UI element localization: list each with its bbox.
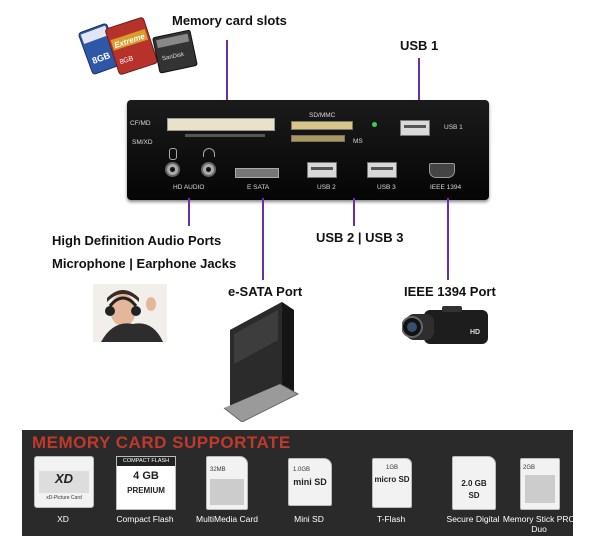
minisd-card-capacity: 1.0GB bbox=[293, 467, 311, 473]
tflash-card-logo: micro SD bbox=[374, 475, 410, 484]
usb2-port[interactable] bbox=[307, 162, 337, 178]
mmc-card-capacity: 32MB bbox=[210, 467, 226, 473]
memory-stick-capacity: 2GB bbox=[523, 465, 536, 471]
sd-card-icon: 2.0 GB SD bbox=[452, 456, 496, 510]
sm-xd-slot[interactable] bbox=[185, 134, 265, 137]
sd-mmc-slot[interactable] bbox=[291, 121, 353, 130]
card-secure-digital: 2.0 GB SD Secure Digital bbox=[440, 454, 506, 536]
card-compact-flash: COMPACT FLASH 4 GB PREMIUM Compact Flash bbox=[112, 454, 178, 536]
tflash-card-capacity: 1GB bbox=[385, 465, 398, 471]
memory-card-support-strip: MEMORY CARD SUPPORTATE XD xD-Picture Car… bbox=[22, 430, 575, 536]
usb2-port-label: USB 2 bbox=[317, 184, 336, 191]
usb23-leader bbox=[353, 198, 355, 226]
audio-leader bbox=[188, 198, 190, 226]
esata-port[interactable] bbox=[235, 168, 279, 178]
svg-text:SanDisk: SanDisk bbox=[162, 52, 186, 63]
svg-text:HD: HD bbox=[470, 329, 480, 336]
cf-md-slot[interactable] bbox=[167, 118, 275, 131]
usb1-port-label: USB 1 bbox=[444, 124, 463, 131]
minisd-card-logo: mini SD bbox=[293, 477, 327, 487]
card-t-flash: 1GB micro SD T-Flash bbox=[358, 454, 424, 536]
card-xd: XD xD-Picture Card XD bbox=[30, 454, 96, 536]
memory-stick-name: Memory Stick PRO Duo bbox=[502, 514, 576, 534]
t-flash-name: T-Flash bbox=[376, 514, 406, 524]
esata-leader bbox=[262, 198, 264, 280]
xd-card-sub: xD-Picture Card bbox=[46, 495, 82, 501]
ieee1394-port[interactable] bbox=[429, 163, 455, 178]
cf-md-label: CF/MD bbox=[130, 120, 151, 127]
ms-label: MS bbox=[353, 138, 363, 145]
headphone-icon bbox=[203, 148, 215, 157]
audio-jacks-label: Microphone | Earphone Jacks bbox=[52, 256, 237, 271]
compact-flash-card-icon: COMPACT FLASH 4 GB PREMIUM bbox=[116, 456, 176, 510]
power-led bbox=[372, 122, 377, 127]
microphone-icon bbox=[169, 148, 177, 160]
ieee-leader bbox=[447, 198, 449, 280]
camcorder-image: HD bbox=[402, 306, 488, 344]
external-hard-drive-image bbox=[223, 302, 300, 422]
usb23-label: USB 2 | USB 3 bbox=[316, 230, 404, 245]
cf-card-premium: PREMIUM bbox=[127, 486, 165, 495]
usb3-port[interactable] bbox=[367, 162, 397, 178]
sd-card-logo: SD bbox=[468, 491, 480, 500]
hd-audio-label: HD AUDIO bbox=[173, 184, 205, 191]
cf-card-header: COMPACT FLASH bbox=[117, 457, 175, 466]
sd-mmc-label: SD/MMC bbox=[309, 112, 336, 119]
front-panel: CF/MD SM/XD SD/MMC MS USB 1 HD AUDIO E S… bbox=[127, 100, 489, 200]
mmc-card-label bbox=[210, 479, 244, 505]
usb3-port-label: USB 3 bbox=[377, 184, 396, 191]
sm-xd-label: SM/XD bbox=[132, 139, 153, 146]
tflash-card-icon: 1GB micro SD bbox=[372, 458, 412, 508]
microphone-jack[interactable] bbox=[165, 162, 180, 177]
card-mini-sd: 1.0GB mini SD Mini SD bbox=[276, 454, 342, 536]
xd-card-mark: XD bbox=[39, 471, 89, 493]
card-memory-stick: 2GB Memory Stick PRO Duo bbox=[503, 454, 575, 536]
memory-stick-label bbox=[525, 475, 555, 503]
sd-card-capacity: 2.0 GB bbox=[461, 479, 487, 488]
multimedia-card-name: MultiMedia Card bbox=[196, 514, 258, 524]
memory-card-slots-leader bbox=[226, 40, 228, 108]
ms-slot[interactable] bbox=[291, 135, 345, 142]
usb1-label: USB 1 bbox=[400, 38, 439, 53]
memory-cards-illustration: 8GB Extreme 8GB SanDisk bbox=[78, 17, 198, 75]
compact-flash-name: Compact Flash bbox=[116, 514, 174, 524]
mini-sd-name: Mini SD bbox=[294, 514, 324, 524]
earphone-jack[interactable] bbox=[201, 162, 216, 177]
xd-card-icon: XD xD-Picture Card bbox=[34, 456, 94, 508]
card-multimedia: 32MB MultiMedia Card bbox=[194, 454, 260, 536]
svg-text:8GB: 8GB bbox=[119, 55, 135, 66]
memory-stick-card-icon: 2GB bbox=[520, 458, 560, 510]
ieee-label: IEEE 1394 Port bbox=[404, 284, 496, 299]
audio-ports-label: High Definition Audio Ports bbox=[52, 233, 222, 248]
person-with-headphones-image bbox=[93, 284, 167, 342]
ieee1394-port-label: IEEE 1394 bbox=[430, 184, 462, 191]
esata-label: e-SATA Port bbox=[228, 284, 303, 299]
usb1-port[interactable] bbox=[400, 120, 430, 136]
support-title: MEMORY CARD SUPPORTATE bbox=[32, 433, 291, 452]
mmc-card-icon: 32MB bbox=[206, 456, 248, 510]
esata-port-label: E SATA bbox=[247, 184, 270, 191]
memory-card-slots-label: Memory card slots bbox=[172, 13, 287, 28]
xd-name: XD bbox=[57, 514, 69, 524]
usb1-leader bbox=[418, 58, 420, 108]
secure-digital-name: Secure Digital bbox=[446, 514, 500, 524]
cf-card-capacity: 4 GB bbox=[133, 470, 159, 482]
minisd-card-icon: 1.0GB mini SD bbox=[288, 458, 332, 506]
